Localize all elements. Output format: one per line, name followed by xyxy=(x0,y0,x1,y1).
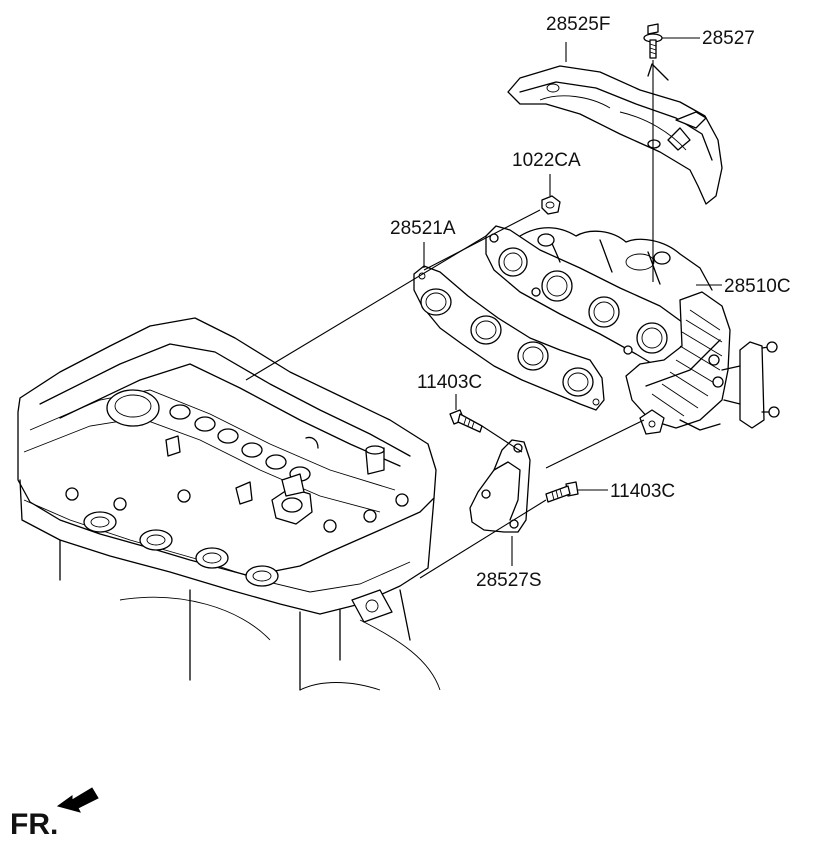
nut-icon xyxy=(541,195,561,215)
cylinder-head xyxy=(17,317,441,691)
manifold-bracket xyxy=(469,439,531,533)
bolt-left xyxy=(449,409,483,433)
heat-shield-bolt xyxy=(643,23,663,59)
exhaust-manifold xyxy=(485,225,780,435)
manifold-gasket xyxy=(413,265,605,411)
front-indicator-label: FR. xyxy=(10,808,58,841)
label-manifold: 28510C xyxy=(724,276,791,297)
label-bolt-right: 11403C xyxy=(610,481,675,502)
label-heat-shield: 28525F xyxy=(546,14,610,35)
bolt-right xyxy=(545,481,579,503)
leader-lines xyxy=(245,37,722,579)
label-gasket: 28521A xyxy=(390,218,456,239)
label-bolt-left: 11403C xyxy=(417,372,482,393)
heat-shield xyxy=(507,63,723,205)
label-heat-shield-bolt: 28527 xyxy=(702,28,755,49)
label-bracket: 28527S xyxy=(476,570,542,591)
front-arrow-icon xyxy=(56,787,99,813)
label-nut: 1022CA xyxy=(512,150,581,171)
